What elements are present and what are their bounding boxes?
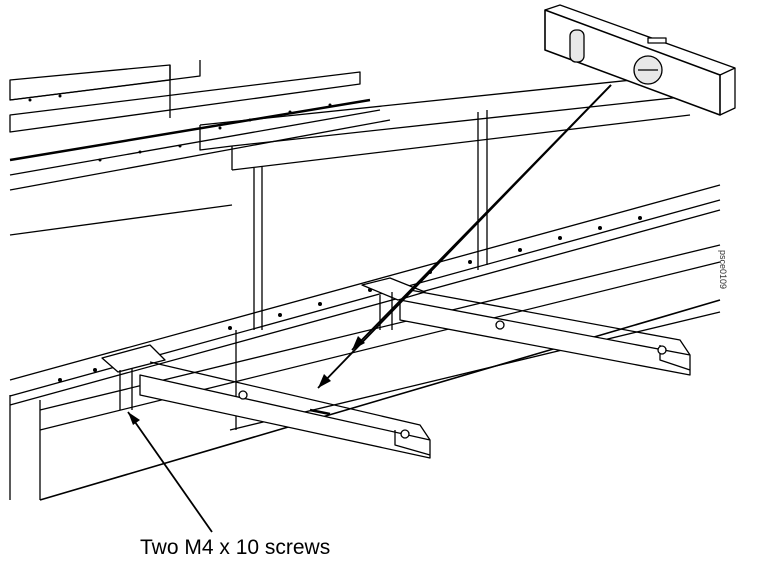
screw-callout-label: Two M4 x 10 screws	[140, 536, 331, 559]
frame-uprights	[235, 110, 488, 430]
upper-cable-tray	[9, 74, 701, 236]
cabinet-top-shelf	[9, 60, 391, 191]
rail-holes	[28, 94, 642, 382]
spirit-level-icon	[544, 4, 736, 116]
leader-lines	[127, 84, 612, 533]
left-support-bracket	[101, 344, 431, 459]
figure-id-label: psce0109	[718, 250, 728, 290]
arrowheads	[128, 336, 365, 425]
